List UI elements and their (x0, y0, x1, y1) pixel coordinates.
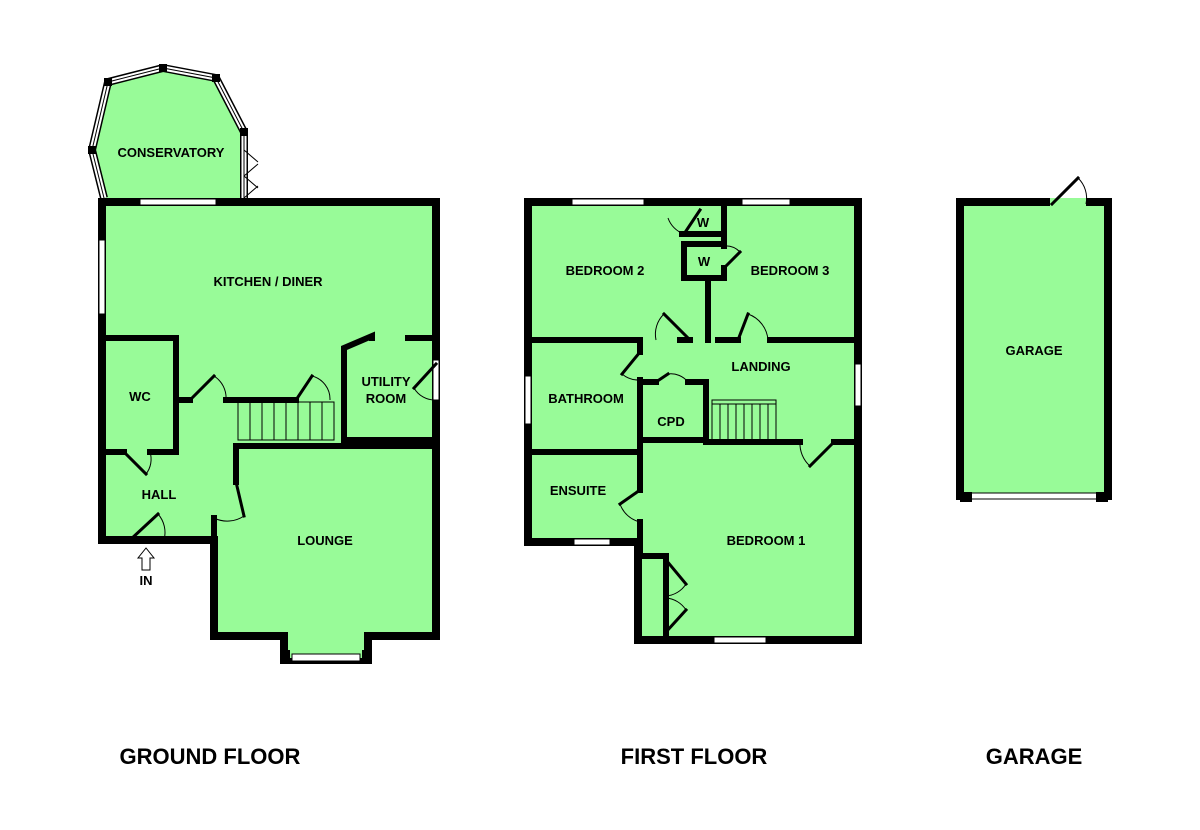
bedroom1-window (713, 636, 767, 644)
bedroom3-window (741, 198, 791, 206)
ground-outer-wall (98, 198, 440, 640)
wardrobe1-label: W (697, 215, 710, 230)
first-floor-title: FIRST FLOOR (621, 744, 768, 769)
first-floor-plan (524, 198, 862, 644)
entrance-arrow-icon (136, 547, 156, 571)
utility-wall (341, 331, 375, 443)
garage-side-door[interactable] (1049, 175, 1081, 207)
ground-floor-plan (88, 64, 440, 664)
utility-room-label-line2: ROOM (366, 391, 406, 406)
bedroom1-label: BEDROOM 1 (727, 533, 806, 548)
ensuite-label: ENSUITE (550, 483, 607, 498)
first-floor-area (528, 202, 858, 640)
bedroom3-label: BEDROOM 3 (751, 263, 830, 278)
garage-room-label: GARAGE (1005, 343, 1062, 358)
hall-label: HALL (142, 487, 177, 502)
entrance-label: IN (140, 573, 153, 588)
bathroom-label: BATHROOM (548, 391, 624, 406)
wc-label: WC (129, 389, 151, 404)
ensuite-window (573, 538, 611, 546)
conservatory-door[interactable] (243, 149, 259, 199)
first-stairs (711, 399, 777, 440)
utility-room-label-line1: UTILITY (361, 374, 410, 389)
wc-wall (99, 335, 179, 455)
cpd-wall (637, 379, 709, 443)
landing-window (854, 363, 862, 407)
kitchen-diner-label: KITCHEN / DINER (213, 274, 323, 289)
bedroom1-wardrobe-wall (637, 553, 669, 643)
bedroom2-label: BEDROOM 2 (566, 263, 645, 278)
kitchen-window-left (98, 239, 106, 315)
bedroom2-window (571, 198, 645, 206)
kitchen-window-top (139, 198, 217, 206)
bathroom-window (524, 375, 532, 425)
first-doors[interactable] (617, 207, 837, 635)
garage-area (960, 202, 1108, 496)
conservatory-label: CONSERVATORY (118, 145, 225, 160)
lounge-wall (233, 443, 439, 485)
garage-door-opening[interactable] (969, 492, 1099, 500)
wardrobe2-label: W (698, 254, 711, 269)
lounge-label: LOUNGE (297, 533, 353, 548)
ground-doors[interactable] (121, 361, 439, 543)
conservatory-area (92, 68, 244, 198)
cpd-label: CPD (657, 414, 684, 429)
garage-title: GARAGE (986, 744, 1083, 769)
ground-floor-area (102, 202, 436, 636)
first-outer-wall (524, 198, 862, 644)
lounge-window (291, 653, 361, 662)
landing-label: LANDING (731, 359, 790, 374)
wardrobe2-wall (681, 241, 727, 281)
ground-stairs (237, 401, 335, 441)
ground-floor-title: GROUND FLOOR (120, 744, 301, 769)
garage-plan (956, 175, 1112, 502)
